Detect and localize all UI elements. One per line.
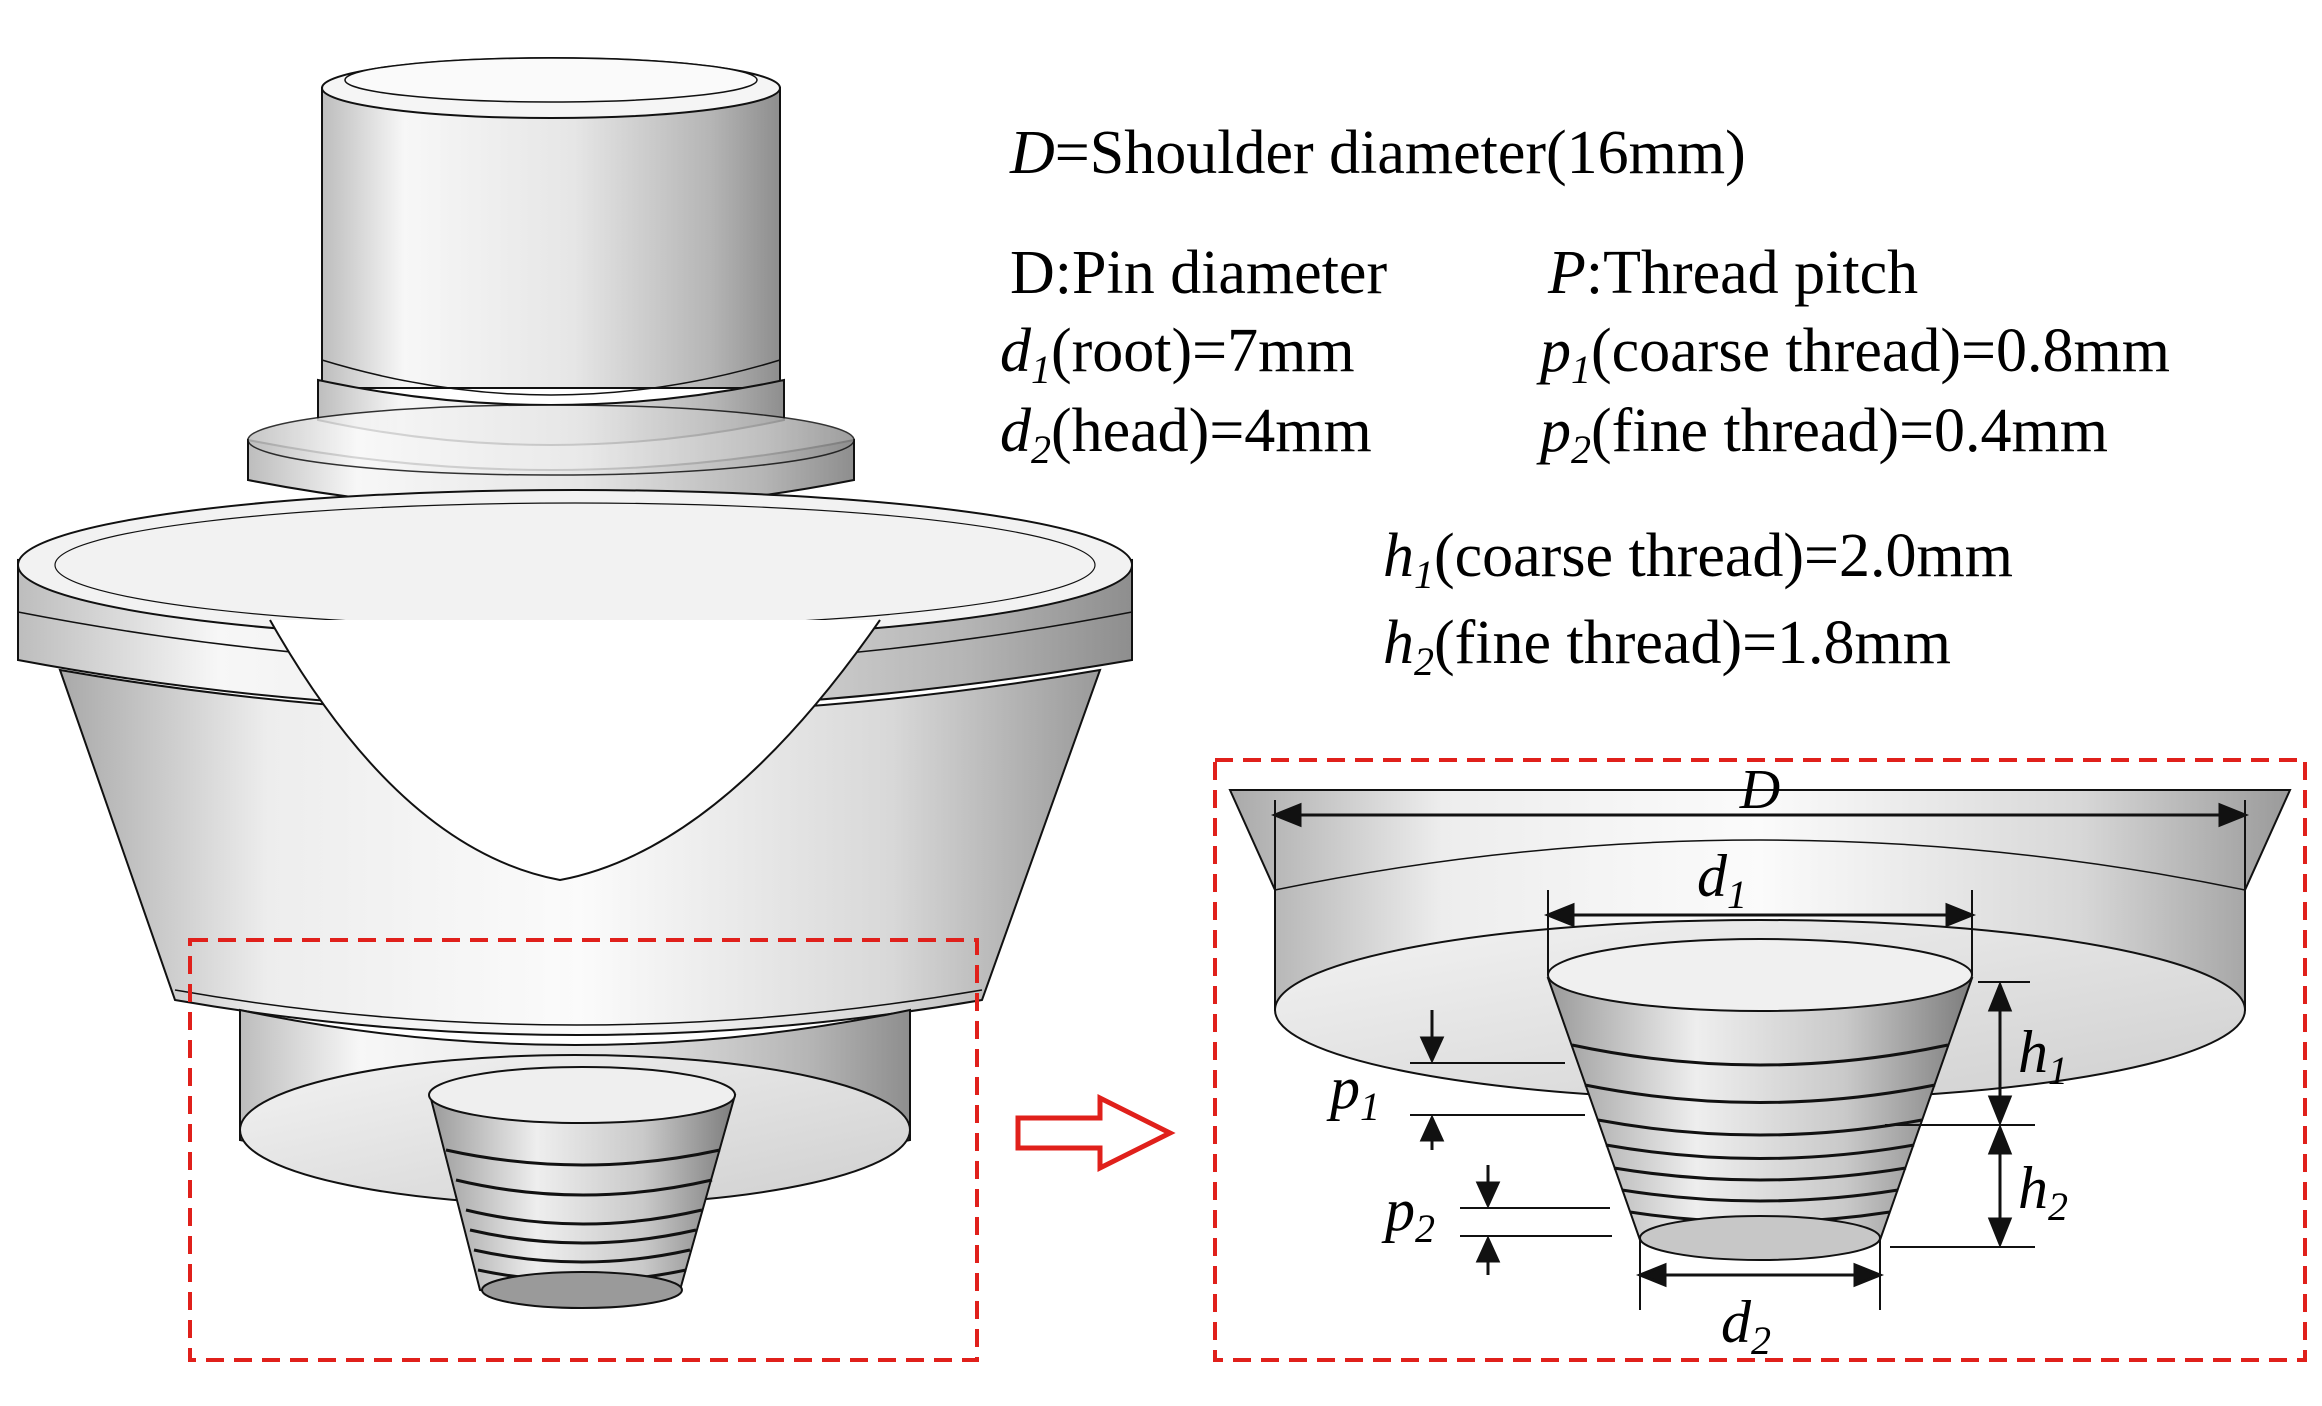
detail-pin bbox=[1546, 938, 1974, 1261]
detail-shoulder bbox=[1228, 789, 2292, 1101]
threaded-pin bbox=[428, 1066, 737, 1309]
tool-3d-view bbox=[17, 57, 1133, 1309]
dim-p2 bbox=[1460, 1165, 1612, 1275]
spec-h1: h1(coarse thread)=2.0mm bbox=[1383, 522, 2013, 597]
label-d2: d2 bbox=[1721, 1289, 1771, 1363]
dim-h1 bbox=[1885, 980, 2035, 1127]
detail-labels: D d1 d2 h1 h2 p1 p2 bbox=[1326, 759, 2068, 1363]
highlight-box-right bbox=[1213, 758, 2307, 1362]
dim-d1 bbox=[1543, 890, 1977, 975]
spec-shoulder-diameter: D=Shoulder diameter(16mm) bbox=[1010, 119, 1746, 187]
arrow-icon bbox=[1015, 1093, 1176, 1173]
spec-d2: d2(head)=4mm bbox=[1000, 397, 1372, 472]
dim-h2 bbox=[1890, 1123, 2035, 1249]
detail-view: D d1 d2 h1 h2 p1 p2 bbox=[1228, 759, 2292, 1363]
label-h1: h1 bbox=[2018, 1019, 2068, 1093]
spec-p1: p1(coarse thread)=0.8mm bbox=[1540, 317, 2170, 392]
label-h2: h2 bbox=[2018, 1155, 2068, 1229]
dim-d2 bbox=[1635, 1240, 1885, 1310]
dim-p1 bbox=[1410, 1010, 1585, 1150]
shank-cylinder bbox=[321, 57, 781, 396]
spec-thread-pitch-header: P:Thread pitch bbox=[1548, 239, 1919, 307]
label-D: D bbox=[1739, 759, 1780, 821]
spec-d1: d1(root)=7mm bbox=[1000, 317, 1355, 392]
spec-p2: p2(fine thread)=0.4mm bbox=[1540, 397, 2109, 472]
label-p1: p1 bbox=[1326, 1055, 1380, 1129]
label-d1: d1 bbox=[1697, 843, 1747, 917]
cone-body bbox=[58, 619, 1102, 1036]
dim-D bbox=[1270, 800, 2250, 895]
spec-pin-diameter-header: D:Pin diameter bbox=[1010, 239, 1388, 307]
label-p2: p2 bbox=[1381, 1177, 1435, 1251]
spec-h2: h2(fine thread)=1.8mm bbox=[1383, 609, 1952, 684]
highlight-box-left bbox=[188, 938, 979, 1362]
